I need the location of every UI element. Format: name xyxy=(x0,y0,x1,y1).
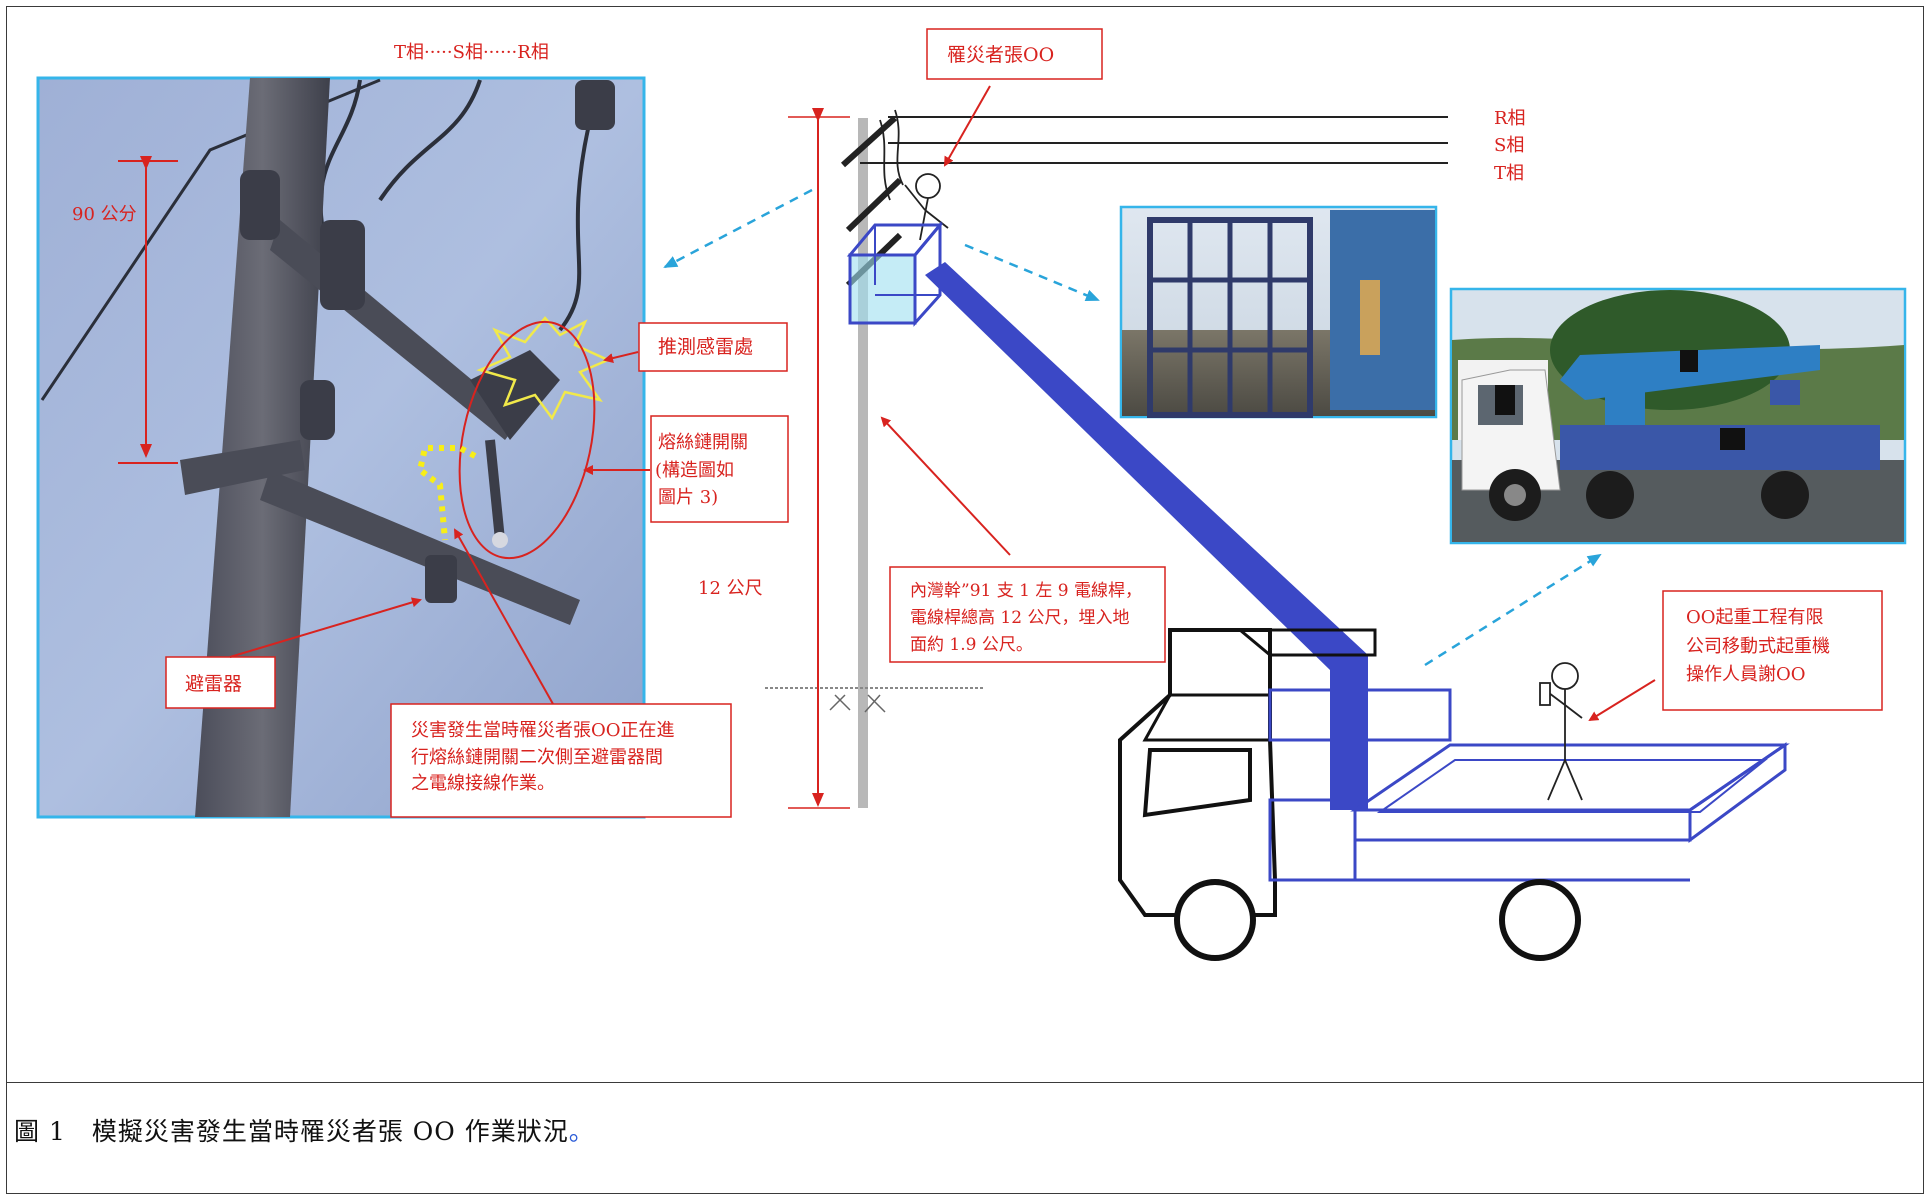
accident-note-line-3: 之電線接線作業。 xyxy=(411,773,555,794)
figure-caption-period: 。 xyxy=(568,1117,595,1146)
pole-note-box xyxy=(889,566,1166,663)
lightning-point-box xyxy=(638,322,788,372)
overhead-conductors xyxy=(860,116,1448,164)
lightning-point-arrow xyxy=(603,351,639,363)
fuse-switch-label-2: (構造圖如 xyxy=(655,460,734,481)
caption-divider xyxy=(6,1082,1924,1083)
bucket-photo xyxy=(1119,205,1438,419)
operator-note-box xyxy=(1662,590,1883,711)
dimension-90cm xyxy=(118,156,178,464)
fuse-switch-label-3: 圖片 3) xyxy=(658,487,718,508)
accident-note-box xyxy=(390,703,732,818)
figure-frame xyxy=(6,6,1924,1194)
dimension-90cm-label: 90 公分 xyxy=(72,204,137,225)
victim-stick-figure xyxy=(879,109,949,241)
arrester-box xyxy=(165,656,276,709)
arrester-label: 避雷器 xyxy=(185,673,242,695)
aerial-bucket xyxy=(846,220,944,327)
victim-label-box xyxy=(926,28,1103,80)
fuse-switch-label-1: 熔絲鏈開關 xyxy=(658,432,748,453)
arrester-arrow xyxy=(229,597,422,658)
crane-truck-schematic xyxy=(1118,628,1790,961)
phase-s-label: S相 xyxy=(1494,135,1524,156)
operator-note-line-2: 公司移動式起重機 xyxy=(1686,636,1830,657)
pole-note-arrow xyxy=(880,416,1011,556)
pole-note-line-2: 電線桿總高 12 公尺，埋入地 xyxy=(910,608,1129,628)
dashed-arrow-to-truck-photo xyxy=(1424,553,1602,667)
pole-closeup-photo xyxy=(36,76,646,819)
dashed-arrow-to-bucket-photo xyxy=(964,243,1100,302)
phase-order-label: T相·····S相······R相 xyxy=(394,42,549,63)
operator-note-line-1: OO起重工程有限 xyxy=(1686,607,1824,628)
pole-note-line-1: 內灣幹”91 支 1 左 9 電線桿， xyxy=(910,580,1142,601)
phase-t-label: T相 xyxy=(1494,163,1524,184)
accident-note-line-1: 災害發生當時罹災者張OO正在進 xyxy=(411,720,675,741)
operator-arrow xyxy=(1588,679,1656,722)
accident-note-arrow xyxy=(454,528,554,705)
phase-r-label: R相 xyxy=(1494,108,1526,129)
victim-arrow xyxy=(944,85,991,167)
pole-note-line-3: 面約 1.9 公尺。 xyxy=(910,635,1033,655)
operator-stick-figure xyxy=(1539,662,1583,801)
incident-diagram: T相·····S相······R相 90 公分 推測感雷處 熔絲鏈開關 (構造圖… xyxy=(36,28,1907,961)
dimension-12m-label: 12 公尺 xyxy=(698,578,763,599)
dashed-arrow-to-closeup xyxy=(663,188,813,269)
lightning-point-label: 推測感雷處 xyxy=(658,336,753,358)
crane-truck-photo xyxy=(1449,287,1907,545)
accident-note-line-2: 行熔絲鏈開關二次側至避雷器間 xyxy=(411,747,663,768)
victim-label: 罹災者張OO xyxy=(947,44,1054,66)
figure-caption-text: 圖 1 模擬災害發生當時罹災者張 OO 作業狀況 xyxy=(14,1117,569,1146)
utility-pole-schematic xyxy=(765,115,985,808)
operator-note-line-3: 操作人員謝OO xyxy=(1686,664,1806,685)
figure-caption: 圖 1 模擬災害發生當時罹災者張 OO 作業狀況。 xyxy=(14,1112,595,1148)
fuse-switch-box xyxy=(650,415,789,523)
crane-boom xyxy=(925,262,1368,810)
